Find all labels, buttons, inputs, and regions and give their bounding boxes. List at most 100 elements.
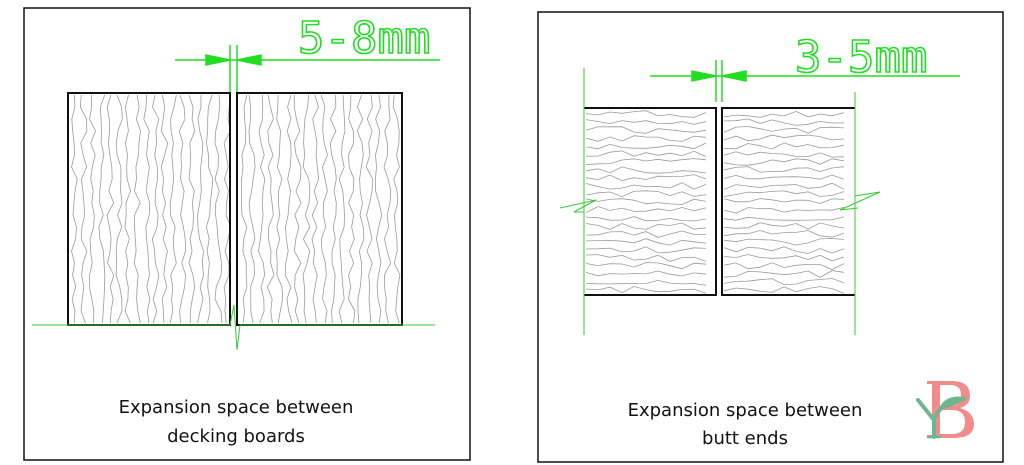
grain-line xyxy=(160,94,169,324)
right-wood-grain xyxy=(585,110,845,294)
grain-line xyxy=(302,94,311,324)
grain-line xyxy=(585,135,707,142)
grain-line xyxy=(115,94,123,324)
grain-line xyxy=(98,94,106,324)
grain-line xyxy=(723,230,845,238)
left-panel-border xyxy=(23,7,471,461)
grain-line xyxy=(723,134,845,142)
arrow-left-icon xyxy=(721,70,747,82)
grain-line xyxy=(723,126,845,134)
grain-line xyxy=(723,238,845,246)
grain-line xyxy=(133,94,141,324)
grain-line xyxy=(585,126,707,134)
grain-line xyxy=(392,94,401,324)
grain-line xyxy=(723,110,845,118)
grain-line xyxy=(151,94,160,324)
grain-line xyxy=(723,118,845,126)
grain-line xyxy=(723,174,845,180)
dimension-label-3-5mm: 3-5mm xyxy=(795,32,927,83)
grain-line xyxy=(723,207,845,214)
grain-line xyxy=(585,174,707,182)
grain-line xyxy=(723,278,845,286)
ground-break-line xyxy=(32,304,435,351)
grain-line xyxy=(585,222,707,230)
grain-line xyxy=(79,94,88,324)
grain-line xyxy=(585,279,707,286)
dimension-line-3-5mm xyxy=(650,60,960,102)
grain-line xyxy=(723,286,845,294)
left-decking-board xyxy=(67,92,231,326)
caption-line-1: Expansion space between xyxy=(628,400,863,421)
grain-line xyxy=(178,94,187,324)
right-panel-border xyxy=(537,11,1004,463)
grain-line xyxy=(585,254,707,262)
grain-line xyxy=(276,94,284,324)
arrow-right-icon xyxy=(691,70,717,82)
grain-line xyxy=(356,94,365,324)
grain-line xyxy=(585,206,707,213)
right-board-end xyxy=(721,107,855,296)
left-board-end xyxy=(584,107,717,296)
grain-line xyxy=(383,95,392,324)
dimension-line-5-8mm xyxy=(175,45,440,92)
grain-line xyxy=(723,166,845,173)
grain-line xyxy=(723,254,845,262)
grain-line xyxy=(723,151,845,158)
grain-line xyxy=(347,94,356,324)
grain-line xyxy=(585,150,707,157)
caption-line-2: decking boards xyxy=(167,426,305,447)
grain-line xyxy=(723,190,845,197)
caption-line-2: butt ends xyxy=(702,428,788,449)
grain-line xyxy=(124,94,131,324)
grain-line xyxy=(585,246,707,254)
grain-line xyxy=(723,198,845,204)
grain-line xyxy=(240,94,248,324)
grain-line xyxy=(585,230,707,238)
left-wood-grain xyxy=(71,94,401,324)
arrow-right-icon xyxy=(205,54,231,66)
yb-logo xyxy=(916,381,974,439)
grain-line xyxy=(585,182,707,190)
grain-line xyxy=(143,94,151,324)
grain-line xyxy=(320,94,328,324)
grain-line xyxy=(585,142,707,150)
grain-line xyxy=(723,182,845,190)
grain-line xyxy=(88,95,96,324)
grain-line xyxy=(71,94,78,324)
logo-letter-b xyxy=(927,381,974,438)
grain-line xyxy=(266,94,275,324)
grain-line xyxy=(188,94,196,323)
grain-line xyxy=(214,94,223,324)
grain-line xyxy=(723,216,845,221)
grain-line xyxy=(723,246,845,254)
grain-line xyxy=(293,95,302,324)
grain-line xyxy=(585,110,707,118)
grain-line xyxy=(374,94,383,324)
grain-line xyxy=(248,94,256,324)
grain-line xyxy=(585,166,707,174)
grain-line xyxy=(585,216,707,222)
grain-line xyxy=(723,158,845,166)
caption-line-1: Expansion space between xyxy=(119,397,354,418)
grain-line xyxy=(257,94,266,324)
grain-line xyxy=(205,94,214,324)
grain-line xyxy=(585,190,707,198)
grain-line xyxy=(284,94,293,324)
dimension-label-5-8mm: 5-8mm xyxy=(298,13,430,64)
grain-line xyxy=(338,94,346,324)
grain-line xyxy=(197,94,204,324)
leaf-icon xyxy=(938,396,968,410)
grain-line xyxy=(723,262,845,270)
grain-line xyxy=(585,119,707,125)
grain-line xyxy=(585,286,707,294)
grain-line xyxy=(723,222,845,230)
grain-line xyxy=(723,270,845,278)
grain-line xyxy=(365,94,374,324)
grain-line xyxy=(329,94,337,324)
grain-line xyxy=(106,94,115,324)
grain-line xyxy=(169,94,177,324)
grain-line xyxy=(585,238,707,246)
grain-line xyxy=(585,270,707,277)
arrow-left-icon xyxy=(236,54,262,66)
right-panel: 3-5mm Expansion space between butt ends xyxy=(537,11,1004,463)
